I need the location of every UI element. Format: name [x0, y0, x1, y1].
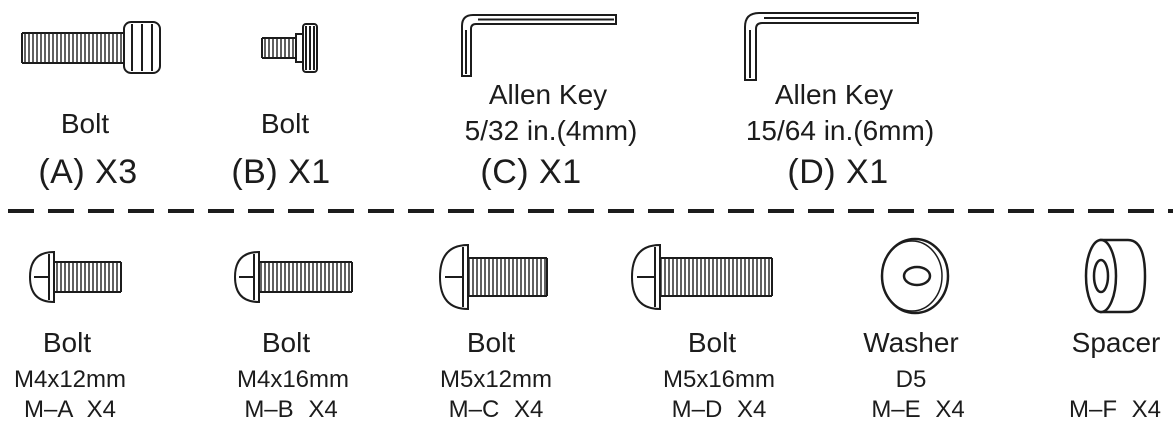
- part-m-a-quantity: M–A X4: [23, 396, 117, 423]
- part-m-c-quantity: M–C X4: [448, 396, 544, 423]
- part-m-e-name: Washer: [863, 327, 959, 358]
- part-c-name: Allen Key: [488, 79, 608, 110]
- part-c-quantity: (C) X1: [480, 153, 582, 191]
- part-m-e-quantity: M–E X4: [871, 396, 965, 423]
- part-m-b-quantity: M–B X4: [244, 396, 338, 423]
- washer-icon: [880, 237, 950, 315]
- part-m-b-size: M4x16mm: [236, 366, 350, 393]
- part-m-f-name: Spacer: [1071, 327, 1161, 358]
- part-m-d-quantity: M–D X4: [671, 396, 767, 423]
- pan-head-screw-icon: [438, 243, 548, 311]
- part-a-quantity: (A) X3: [38, 153, 138, 191]
- allen-key-icon: [744, 12, 919, 81]
- allen-key-icon: [461, 14, 617, 77]
- part-m-d-size: M5x16mm: [662, 366, 776, 393]
- part-m-c-size: M5x12mm: [439, 366, 553, 393]
- part-c-size: 5/32 in.(4mm): [464, 115, 638, 146]
- part-d-size: 15/64 in.(6mm): [745, 115, 935, 146]
- part-m-c-name: Bolt: [466, 327, 516, 358]
- part-m-a-size: M4x12mm: [13, 366, 127, 393]
- part-a-name: Bolt: [60, 108, 110, 139]
- part-m-d-name: Bolt: [687, 327, 737, 358]
- pan-head-screw-icon: [28, 250, 122, 304]
- pan-head-screw-icon: [233, 250, 353, 304]
- thumb-screw-icon: [261, 23, 318, 73]
- part-d-quantity: (D) X1: [787, 153, 889, 191]
- part-b-quantity: (B) X1: [231, 153, 331, 191]
- part-d-name: Allen Key: [774, 79, 894, 110]
- part-m-f-quantity: M–F X4: [1068, 396, 1162, 423]
- pan-head-screw-icon: [630, 243, 773, 311]
- spacer-icon: [1084, 238, 1147, 314]
- part-m-e-size: D5: [895, 366, 927, 393]
- part-b-name: Bolt: [260, 108, 310, 139]
- part-m-b-name: Bolt: [261, 327, 311, 358]
- part-m-a-name: Bolt: [42, 327, 92, 358]
- cap-screw-icon: [21, 21, 161, 74]
